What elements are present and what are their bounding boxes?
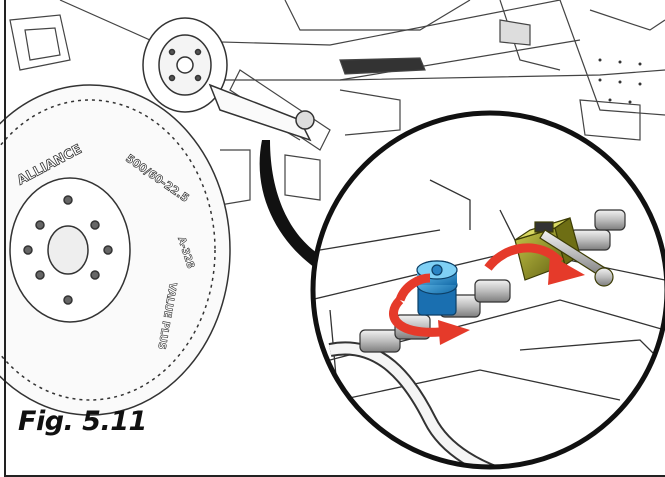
figure-frame-left	[4, 0, 6, 477]
callout-pointer	[259, 140, 335, 280]
detail-view	[313, 179, 665, 467]
gauge-wheel	[142, 17, 315, 142]
rivet-dots	[598, 58, 642, 104]
rotate-arrow-blue-valve	[389, 273, 470, 345]
blue-valve	[416, 260, 458, 316]
figure-frame-bottom	[4, 475, 665, 477]
main-tire	[0, 84, 231, 416]
rotate-arrow-olive-valve	[484, 243, 585, 285]
figure-caption: Fig. 5.11	[18, 406, 147, 437]
machine-frame-lineart	[9, 0, 665, 206]
